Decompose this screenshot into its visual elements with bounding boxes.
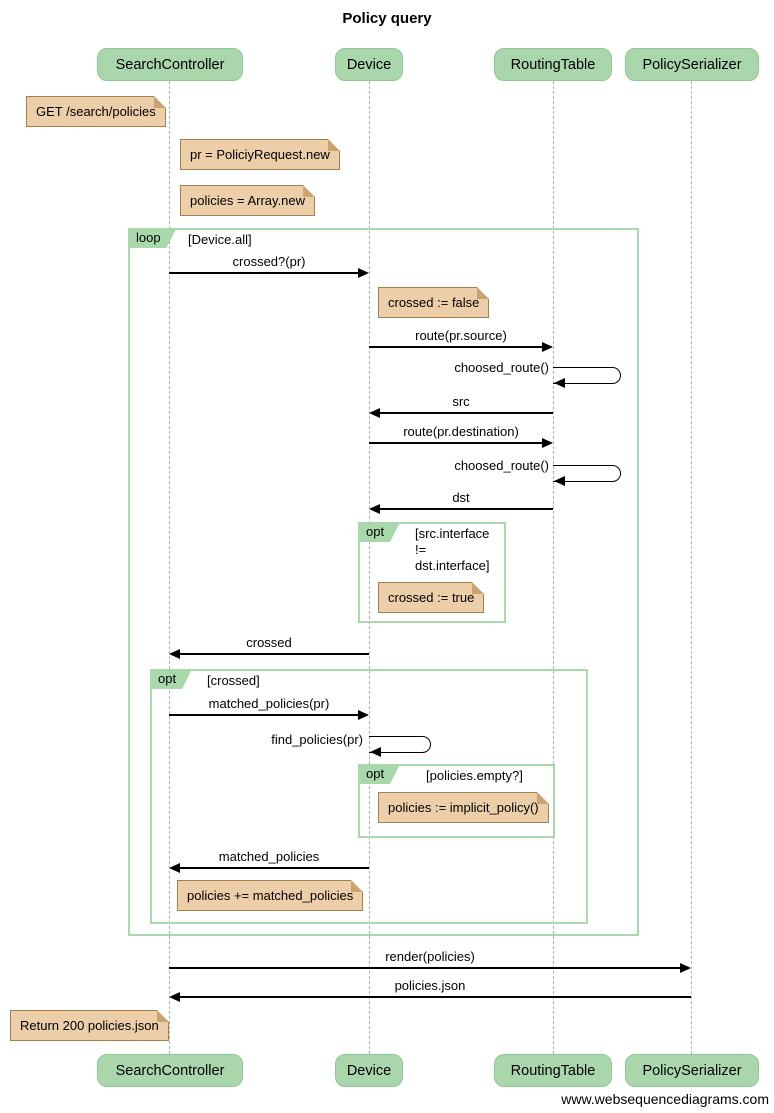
arrow-crossed-q [169,272,365,274]
frame-opt-crossed-condition: [crossed] [207,673,260,688]
actor-bottom-device: Device [335,1054,403,1087]
message-label-render: render(policies) [385,949,475,964]
actor-top-searchcontroller: SearchController [97,48,243,81]
message-label-matched-policies-call: matched_policies(pr) [208,696,330,711]
frame-loop: loop [Device.all] [128,228,639,936]
lifeline-device [369,81,370,1054]
arrowhead-src [369,408,380,418]
arrowhead-choosed-route-1 [554,378,565,388]
arrowhead-route-dst [542,438,553,448]
arrow-route-dst [369,442,549,444]
lifeline-searchcontroller [169,81,170,1054]
frame-opt-crossed-label: opt [150,669,192,689]
note-get-search-policies: GET /search/policies [26,96,166,127]
arrowhead-dst [369,504,380,514]
arrowhead-policies-json [169,992,180,1002]
actor-bottom-routingtable: RoutingTable [494,1054,612,1087]
arrow-matched-policies-return [173,867,369,869]
message-label-dst: dst [452,490,470,505]
arrow-crossed [173,653,369,655]
message-label-policies-json: policies.json [394,978,466,993]
message-label-matched-policies-return: matched_policies [218,849,320,864]
arrow-render [169,967,687,969]
note-implicit-policy: policies := implicit_policy() [378,792,549,823]
arrowhead-matched-policies-call [358,710,369,720]
frame-opt-crossed: opt [crossed] [150,669,588,924]
arrow-route-src [369,346,549,348]
frame-opt-interface-condition: [src.interface != dst.interface] [415,526,490,573]
actor-bottom-searchcontroller: SearchController [97,1054,243,1087]
actor-top-device: Device [335,48,403,81]
frame-opt-empty: opt [policies.empty?] [358,764,555,838]
message-label-find-policies: find_policies(pr) [271,732,363,747]
arrowhead-crossed [169,649,180,659]
arrowhead-choosed-route-2 [554,476,565,486]
lifeline-routingtable [553,81,554,1054]
actor-bottom-policyserializer: PolicySerializer [625,1054,759,1087]
message-label-choosed-route-1: choosed_route() [454,360,549,375]
note-accumulate-policies: policies += matched_policies [177,880,364,911]
note-return-200: Return 200 policies.json [10,1010,169,1041]
message-label-route-dst: route(pr.destination) [403,424,519,439]
arrow-src [373,412,553,414]
message-label-crossed-q: crossed?(pr) [232,254,306,269]
arrowhead-route-src [542,342,553,352]
arrow-dst [373,508,553,510]
arrow-policies-json [173,996,691,998]
arrowhead-render [680,963,691,973]
frame-opt-interface: opt [src.interface != dst.interface] [358,522,506,623]
arrowhead-matched-policies-return [169,863,180,873]
frame-loop-label: loop [128,228,177,248]
frame-opt-empty-condition: [policies.empty?] [426,768,523,783]
note-policies-array-new: policies = Array.new [180,185,316,216]
watermark-websequencediagrams: www.websequencediagrams.com [561,1091,769,1107]
frame-opt-interface-label: opt [358,522,400,542]
frame-loop-condition: [Device.all] [188,232,252,247]
arrow-matched-policies-call [169,714,365,716]
note-pr-new: pr = PoliciyRequest.new [180,139,340,170]
message-label-route-src: route(pr.source) [415,328,507,343]
selfcall-find-policies [369,736,431,753]
arrowhead-find-policies [370,747,381,757]
selfcall-choosed-route-2 [553,465,621,482]
actor-top-routingtable: RoutingTable [494,48,612,81]
message-label-choosed-route-2: choosed_route() [454,458,549,473]
lifeline-policyserializer [691,81,692,1054]
frame-opt-empty-label: opt [358,764,400,784]
note-crossed-true: crossed := true [378,582,485,613]
message-label-crossed: crossed [246,635,292,650]
note-crossed-false: crossed := false [378,287,490,318]
message-label-src: src [452,394,470,409]
selfcall-choosed-route-1 [553,367,621,384]
actor-top-policyserializer: PolicySerializer [625,48,759,81]
diagram-title: Policy query [342,10,432,27]
arrowhead-crossed-q [358,268,369,278]
